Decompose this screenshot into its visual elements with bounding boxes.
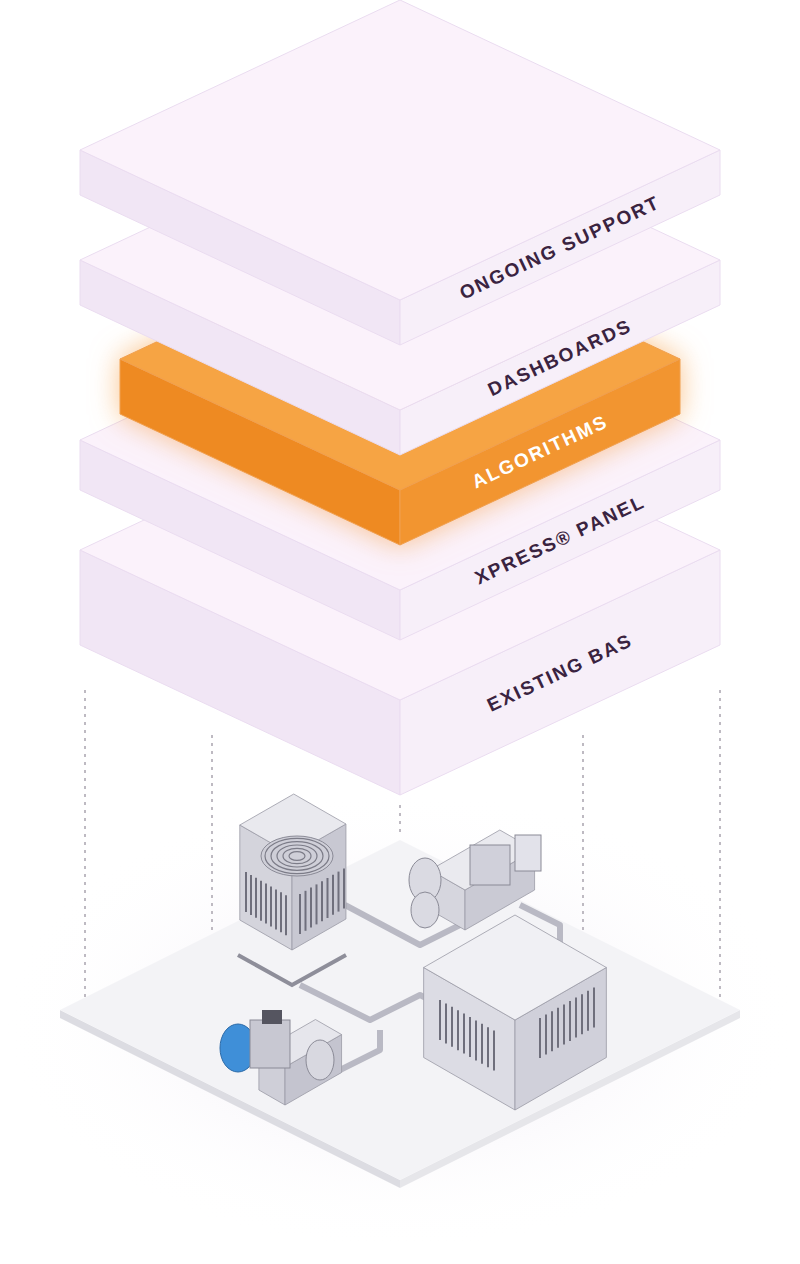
platform-glow — [0, 790, 800, 1250]
platform-top — [60, 840, 740, 1180]
air-handler — [424, 915, 607, 1110]
pump — [220, 1010, 342, 1105]
equipment — [220, 794, 606, 1110]
guide-line — [84, 690, 86, 1000]
cooling-tower — [238, 794, 346, 985]
chiller — [409, 830, 541, 930]
guide-line — [719, 690, 721, 1000]
stack-layer: ONGOING SUPPORT — [80, 0, 720, 345]
guide-line — [399, 805, 401, 835]
layer-slab — [80, 0, 720, 345]
